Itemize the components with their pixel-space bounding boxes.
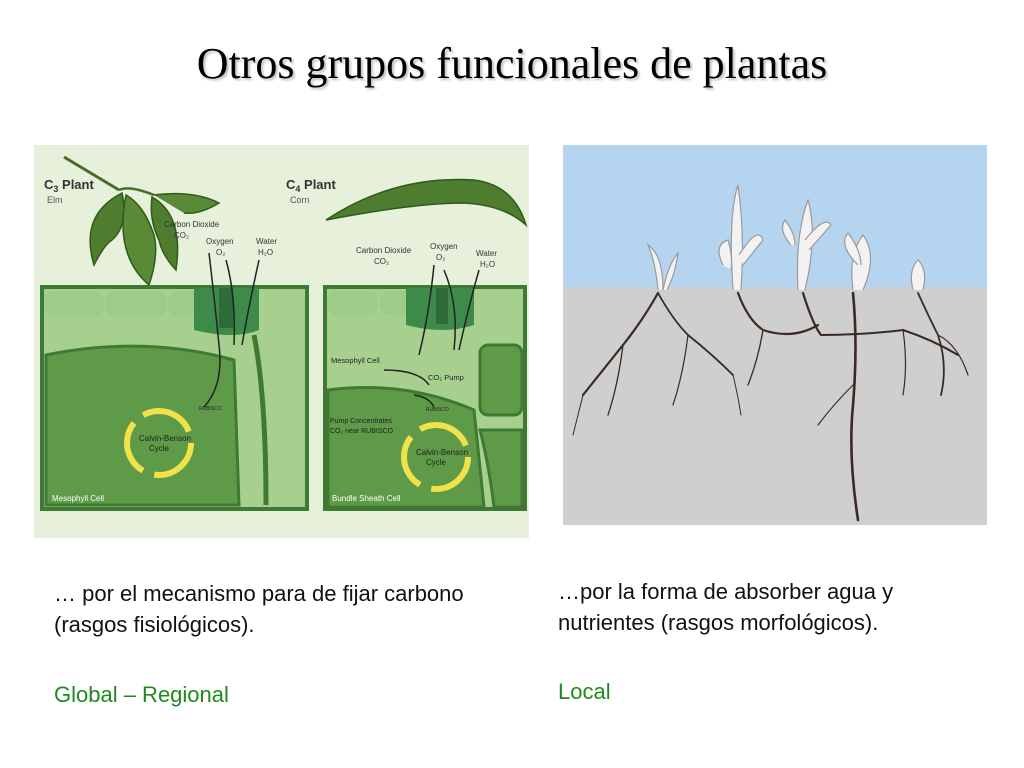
svg-text:O₂: O₂ xyxy=(216,248,225,257)
svg-text:Mesophyll Cell: Mesophyll Cell xyxy=(331,356,380,365)
plant-shoots xyxy=(646,184,926,291)
svg-text:Oxygen: Oxygen xyxy=(430,242,458,251)
svg-text:Water: Water xyxy=(256,237,277,246)
svg-text:CO₂ Pump: CO₂ Pump xyxy=(428,373,464,382)
calvin-benson-cycle-icon xyxy=(401,422,471,492)
right-scale-label: Local xyxy=(558,679,611,704)
svg-text:Mesophyll Cell: Mesophyll Cell xyxy=(52,494,104,503)
svg-text:Calvin-Benson: Calvin-Benson xyxy=(139,434,191,443)
svg-text:Cycle: Cycle xyxy=(426,458,447,467)
corn-leaf-icon xyxy=(325,178,528,228)
calvin-benson-cycle-icon xyxy=(124,408,194,478)
left-scale-label: Global – Regional xyxy=(54,682,229,707)
svg-text:Elm: Elm xyxy=(47,195,63,205)
svg-text:CO₂: CO₂ xyxy=(174,231,189,240)
svg-text:Pump Concentrates: Pump Concentrates xyxy=(330,418,392,425)
c4-diagram: C4 Plant Corn Carbon Dioxide CO₂ Oxygen … xyxy=(286,177,528,511)
c3-diagram: C3 Plant Elm Carbon Dioxide CO₂ Oxygen O… xyxy=(40,155,309,511)
left-caption: … por el mecanismo para de fijar carbono… xyxy=(54,581,464,637)
right-caption: …por la forma de absorber agua y nutrien… xyxy=(558,579,894,635)
root-systems-illustration xyxy=(563,145,987,525)
svg-text:RUBISCO: RUBISCO xyxy=(199,406,222,412)
svg-text:C4 Plant: C4 Plant xyxy=(286,177,336,194)
elm-leaf-icon xyxy=(122,193,157,287)
elm-leaf-icon xyxy=(150,195,179,272)
svg-text:H₂O: H₂O xyxy=(258,248,273,257)
svg-text:Bundle Sheath Cell: Bundle Sheath Cell xyxy=(332,494,401,503)
slide-title: Otros grupos funcionales de plantas xyxy=(196,39,828,88)
svg-text:CO₂: CO₂ xyxy=(374,257,389,266)
svg-text:O₂: O₂ xyxy=(436,253,445,262)
svg-text:RUBISCO: RUBISCO xyxy=(426,407,449,413)
svg-text:Calvin-Benson: Calvin-Benson xyxy=(416,448,468,457)
svg-text:Oxygen: Oxygen xyxy=(206,237,234,246)
svg-text:Corn: Corn xyxy=(290,195,310,205)
svg-text:Cycle: Cycle xyxy=(149,444,170,453)
svg-text:Carbon Dioxide: Carbon Dioxide xyxy=(356,246,412,255)
svg-text:H₂O: H₂O xyxy=(480,260,495,269)
root-network xyxy=(572,291,969,522)
svg-text:CO₂ near RUBISCO: CO₂ near RUBISCO xyxy=(330,428,394,435)
svg-text:Carbon Dioxide: Carbon Dioxide xyxy=(164,220,220,229)
svg-text:Water: Water xyxy=(476,249,497,258)
c3-c4-photosynthesis-diagram: C3 Plant Elm Carbon Dioxide CO₂ Oxygen O… xyxy=(34,145,529,538)
svg-text:C3 Plant: C3 Plant xyxy=(44,177,94,194)
